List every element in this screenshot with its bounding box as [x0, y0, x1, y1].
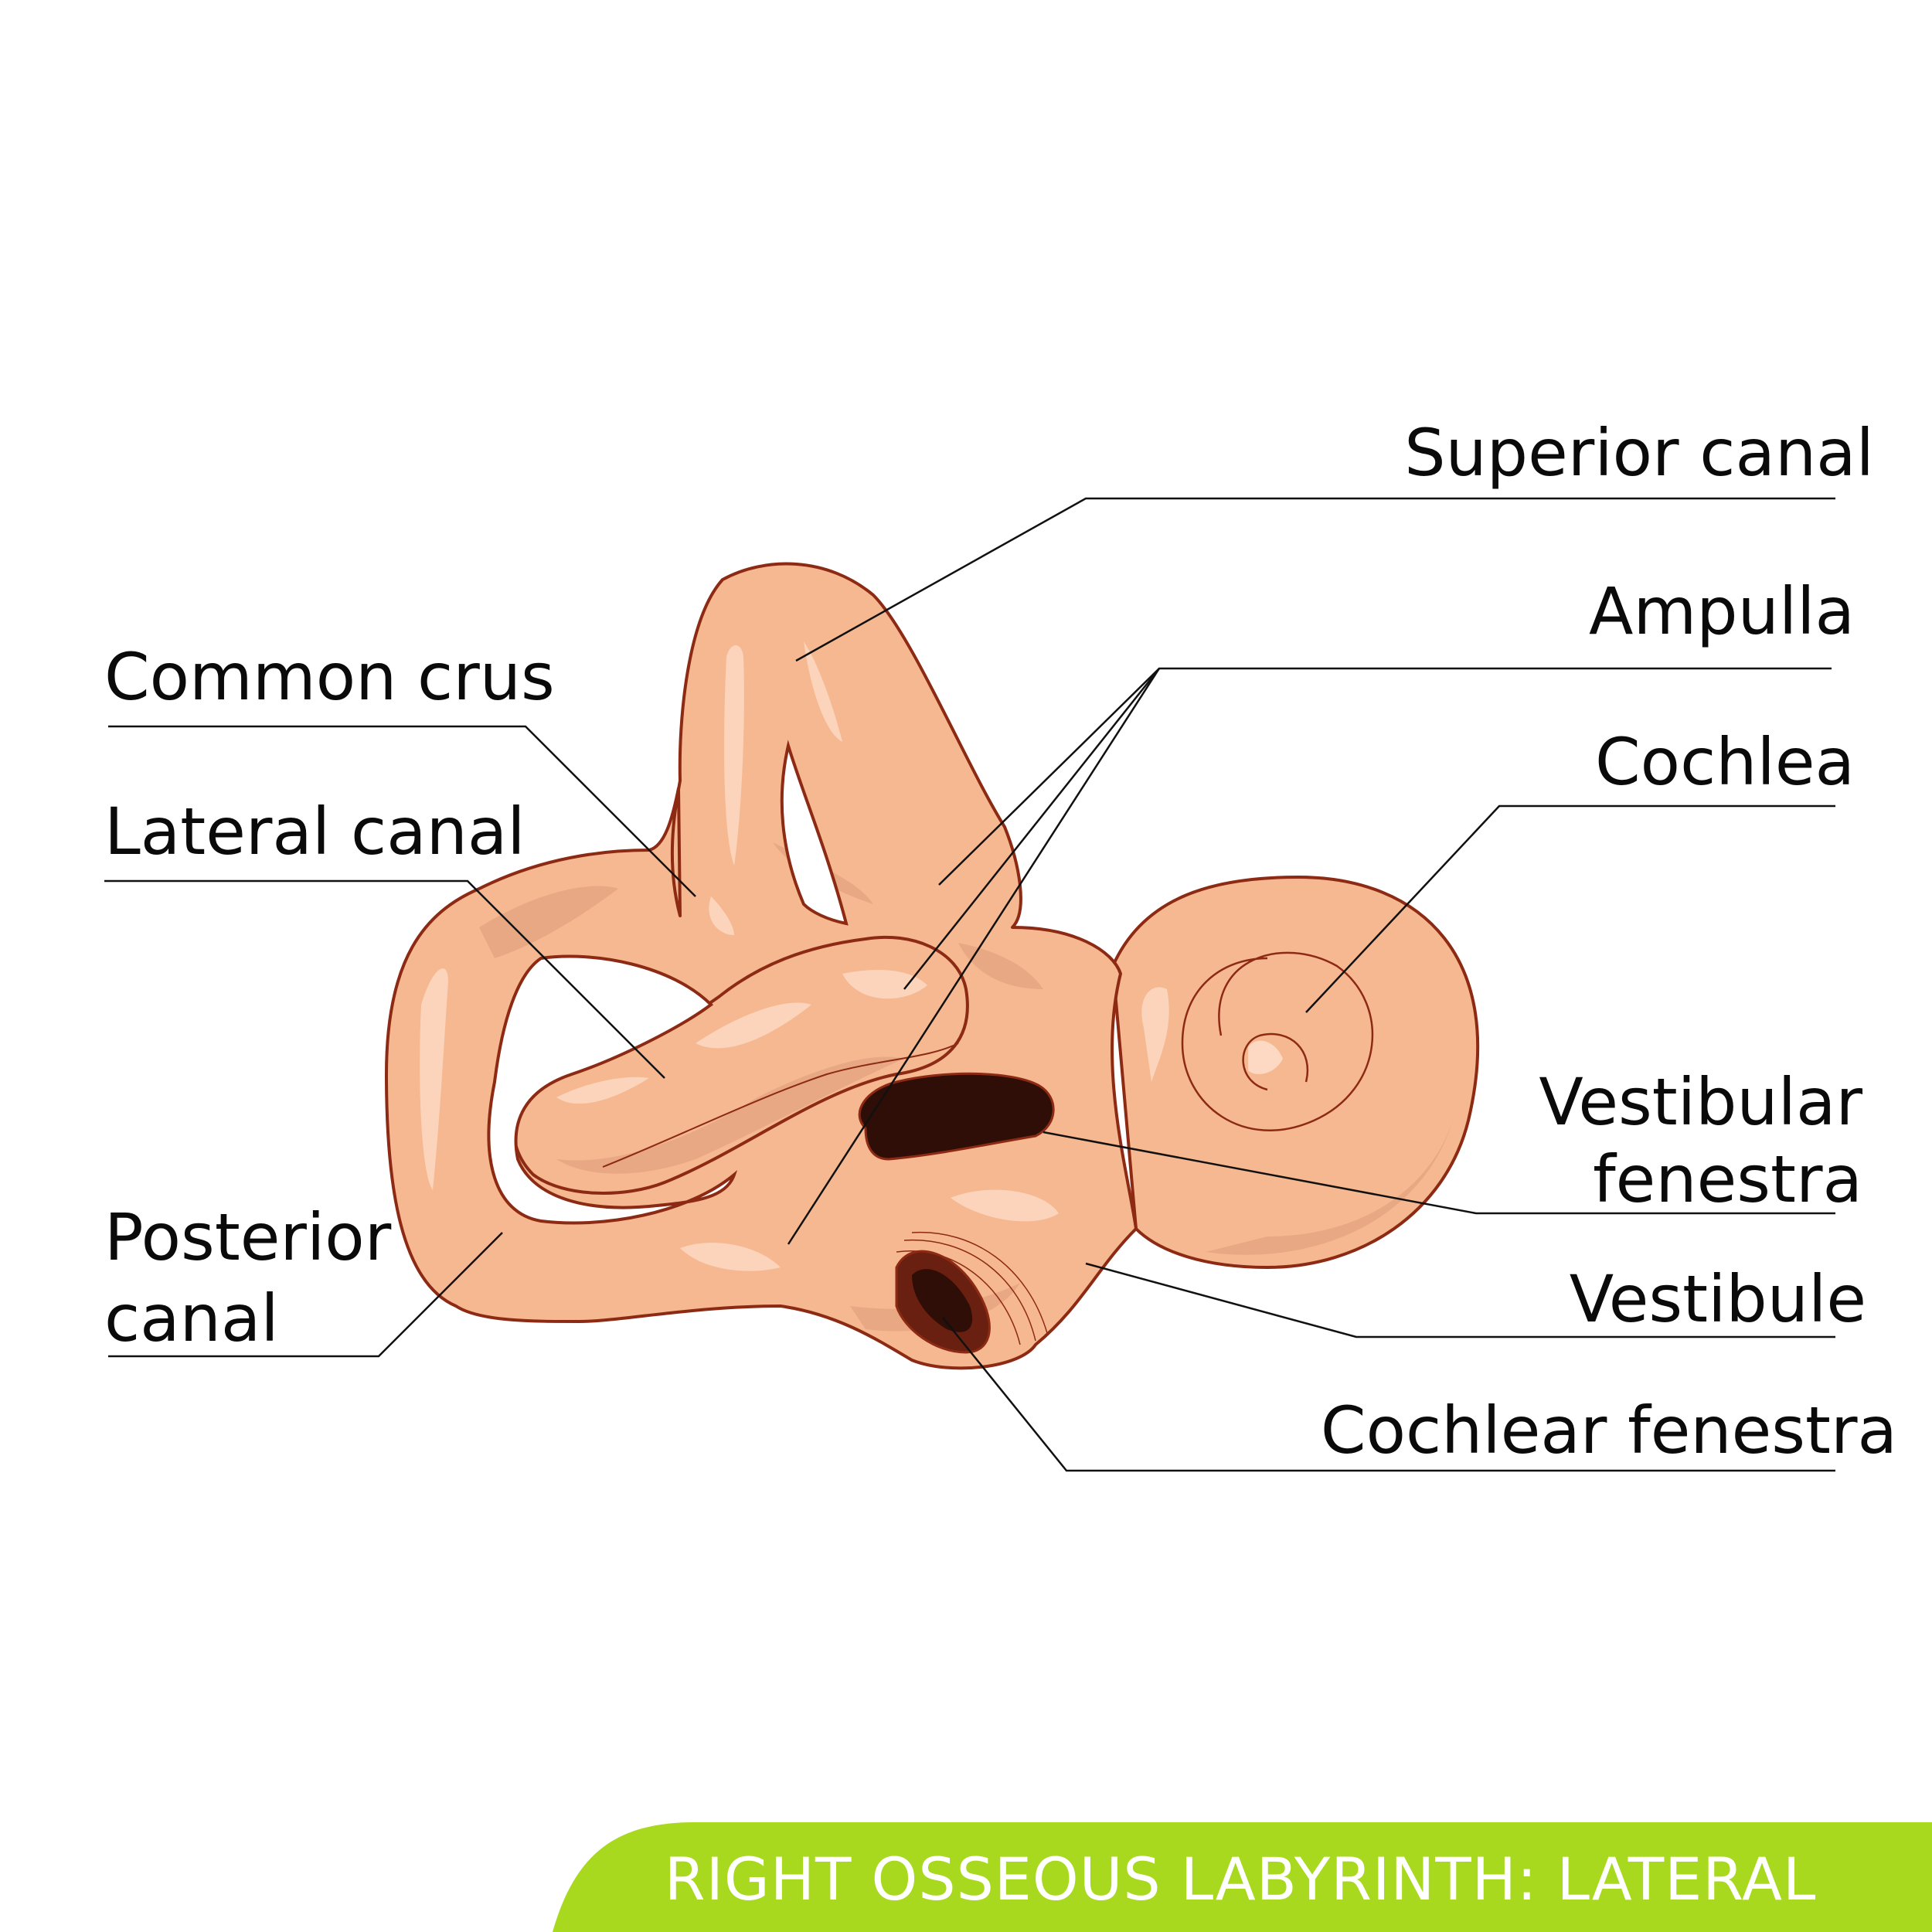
- leader-cochlea: [1305, 804, 1835, 1013]
- leader-lateral-canal: [104, 879, 665, 1079]
- leader-common-crus: [108, 725, 696, 897]
- label-cochlear-fenestra: Cochlear fenestra: [1321, 1393, 1897, 1468]
- banner-title: RIGHT OSSEOUS LABYRINTH: LATERAL: [665, 1845, 1817, 1913]
- vestibular-fenestra-shape: [858, 1072, 1055, 1161]
- labels: Superior canal Ampulla Cochlea Common cr…: [104, 415, 1897, 1468]
- cochlea-shape: [1111, 876, 1480, 1269]
- leader-cochlear-fenestra: [942, 1317, 1835, 1472]
- leader-ampulla-3: [787, 668, 1161, 1245]
- cochlear-fenestra-shape: [895, 1231, 1048, 1354]
- leader-ampulla-2: [903, 668, 1160, 990]
- label-vestibule: Vestibule: [1570, 1261, 1866, 1337]
- label-lateral-canal: Lateral canal: [104, 794, 526, 869]
- leader-superior-canal: [795, 497, 1835, 662]
- label-cochlea: Cochlea: [1595, 724, 1855, 800]
- title-banner: RIGHT OSSEOUS LABYRINTH: LATERAL: [553, 1822, 1932, 1932]
- labyrinth-illustration: [385, 562, 1480, 1370]
- leader-lines: [104, 497, 1835, 1472]
- label-superior-canal: Superior canal: [1404, 415, 1874, 491]
- lateral-canal-shape: [512, 935, 969, 1195]
- label-vestibular-fenestra-1: Vestibular: [1539, 1064, 1862, 1140]
- superior-canal-hole: [780, 740, 849, 926]
- label-ampulla: Ampulla: [1589, 573, 1855, 649]
- leader-vestibule: [1085, 1262, 1835, 1338]
- label-posterior-canal-1: Posterior: [104, 1199, 392, 1275]
- banner-background: [553, 1822, 1932, 1932]
- posterior-canal-hole: [487, 954, 738, 1225]
- label-common-crus: Common crus: [104, 639, 555, 715]
- label-posterior-canal-2: canal: [104, 1281, 279, 1356]
- leader-posterior-canal: [108, 1232, 503, 1358]
- leader-vestibular-fenestra: [1043, 1131, 1835, 1215]
- label-vestibular-fenestra-2: fenestra: [1593, 1141, 1862, 1217]
